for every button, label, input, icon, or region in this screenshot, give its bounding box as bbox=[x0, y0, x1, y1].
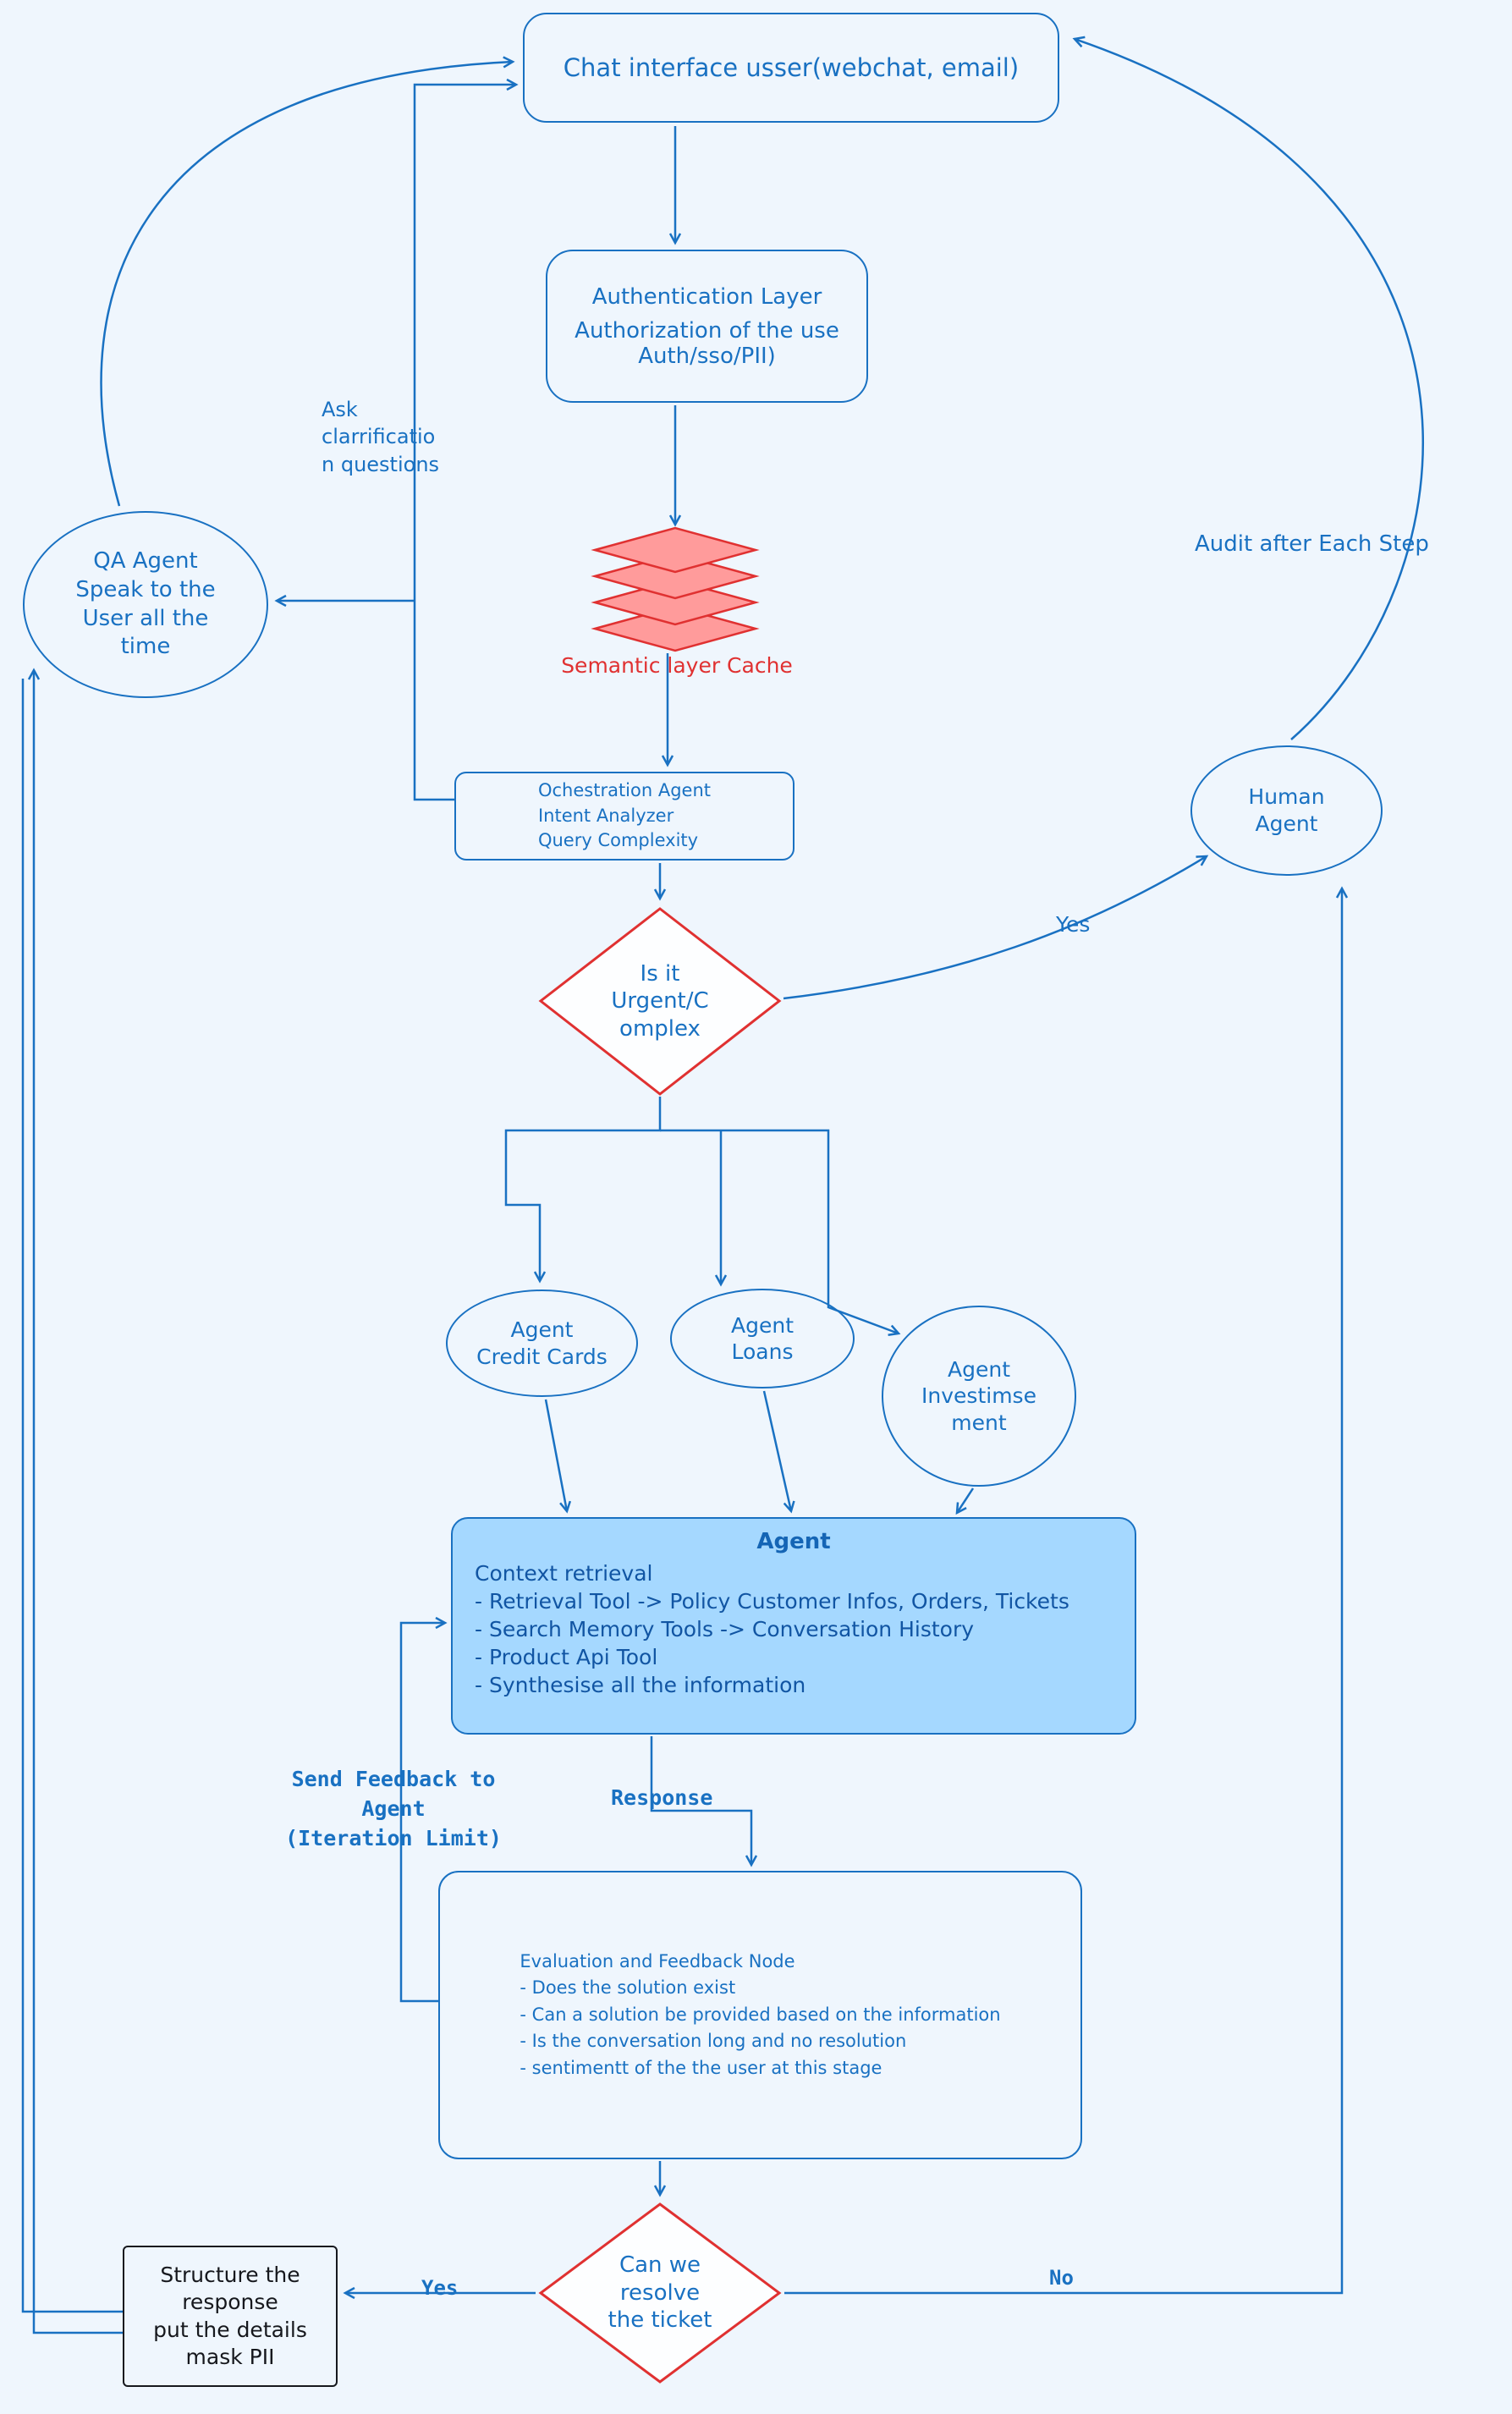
agent-box-body: Context retrieval - Retrieval Tool -> Po… bbox=[475, 1561, 1069, 1697]
arrow-qa-to-chat bbox=[100, 56, 515, 507]
urgent-decision-label: Is it Urgent/C omplex bbox=[611, 960, 709, 1042]
qa-agent-label: QA Agent Speak to the User all the time bbox=[75, 547, 216, 660]
arrow-evaluation-feedback-to-agent bbox=[399, 1616, 448, 2003]
ask-clarification-note: Ask clarrificatio n questions bbox=[322, 398, 440, 476]
chat-interface-label: Chat interface usser(webchat, email) bbox=[563, 53, 1020, 82]
arrow-branch-to-investment bbox=[660, 1129, 901, 1337]
node-urgent-decision[interactable]: Is it Urgent/C omplex bbox=[537, 905, 783, 1097]
arrow-agent-to-evaluation-response bbox=[650, 1736, 758, 1867]
node-agent-credit-cards[interactable]: Agent Credit Cards bbox=[446, 1289, 638, 1397]
evaluation-label: Evaluation and Feedback Node - Does the … bbox=[520, 1950, 1001, 2078]
agent-credit-cards-label: Agent Credit Cards bbox=[476, 1317, 608, 1369]
send-feedback-note: Send Feedback to Agent (Iteration Limit) bbox=[285, 1767, 502, 1850]
arrow-structure-to-qa bbox=[27, 668, 123, 2334]
human-agent-label: Human Agent bbox=[1248, 784, 1325, 837]
line-structure-to-qa-secondary bbox=[21, 679, 123, 2313]
arrow-resolve-no-to-human bbox=[784, 886, 1349, 2295]
agent-loans-label: Agent Loans bbox=[731, 1312, 794, 1364]
arrow-loans-to-agent bbox=[762, 1390, 795, 1514]
node-chat-interface[interactable]: Chat interface usser(webchat, email) bbox=[523, 13, 1059, 123]
node-agent-loans[interactable]: Agent Loans bbox=[670, 1289, 855, 1388]
yes-to-structure-label: Yes bbox=[421, 2276, 459, 2300]
node-qa-agent[interactable]: QA Agent Speak to the User all the time bbox=[23, 511, 268, 698]
agent-investment-label: Agent Investimse ment bbox=[921, 1357, 1036, 1435]
orchestration-label: Ochestration Agent Intent Analyzer Query… bbox=[537, 780, 712, 851]
auth-layer-body: Authorization of the use Auth/sso/PII) bbox=[575, 317, 839, 369]
semantic-cache-label: Semantic layer Cache bbox=[561, 653, 793, 678]
arrow-orchestration-to-chat bbox=[413, 78, 519, 801]
node-resolve-decision[interactable]: Can we resolve the ticket bbox=[537, 2201, 783, 2385]
resolve-diamond-shape bbox=[538, 2202, 782, 2384]
node-agent-context-retrieval[interactable]: Agent Context retrieval - Retrieval Tool… bbox=[451, 1517, 1136, 1735]
node-human-agent[interactable]: Human Agent bbox=[1190, 745, 1383, 876]
no-to-human-label: No bbox=[1049, 2266, 1074, 2290]
structure-response-label: Structure the response put the details m… bbox=[153, 2262, 307, 2370]
arrow-branch-to-credit-cards bbox=[504, 1097, 662, 1284]
audit-after-each-step-note: Audit after Each Step bbox=[1195, 531, 1429, 557]
node-evaluation-feedback[interactable]: Evaluation and Feedback Node - Does the … bbox=[438, 1871, 1082, 2159]
resolve-decision-label: Can we resolve the ticket bbox=[608, 2252, 712, 2334]
node-agent-investment[interactable]: Agent Investimse ment bbox=[882, 1306, 1076, 1487]
arrow-human-to-chat-audit bbox=[1072, 36, 1425, 740]
yes-to-human-label: Yes bbox=[1056, 912, 1091, 937]
agent-box-title: Agent bbox=[756, 1529, 831, 1554]
node-authentication-layer[interactable]: Authentication Layer Authorization of th… bbox=[546, 250, 868, 403]
auth-layer-title: Authentication Layer bbox=[591, 283, 822, 310]
node-structure-response[interactable]: Structure the response put the details m… bbox=[123, 2246, 338, 2387]
arrow-investment-to-agent bbox=[955, 1487, 975, 1515]
layers-stack-icon[interactable] bbox=[591, 526, 760, 652]
arrow-decision-yes-to-human bbox=[783, 855, 1209, 1000]
response-label: Response bbox=[611, 1785, 713, 1810]
arrow-credit-to-agent bbox=[544, 1399, 572, 1514]
urgent-diamond-shape bbox=[538, 907, 782, 1096]
node-orchestration-agent[interactable]: Ochestration Agent Intent Analyzer Query… bbox=[454, 772, 794, 861]
